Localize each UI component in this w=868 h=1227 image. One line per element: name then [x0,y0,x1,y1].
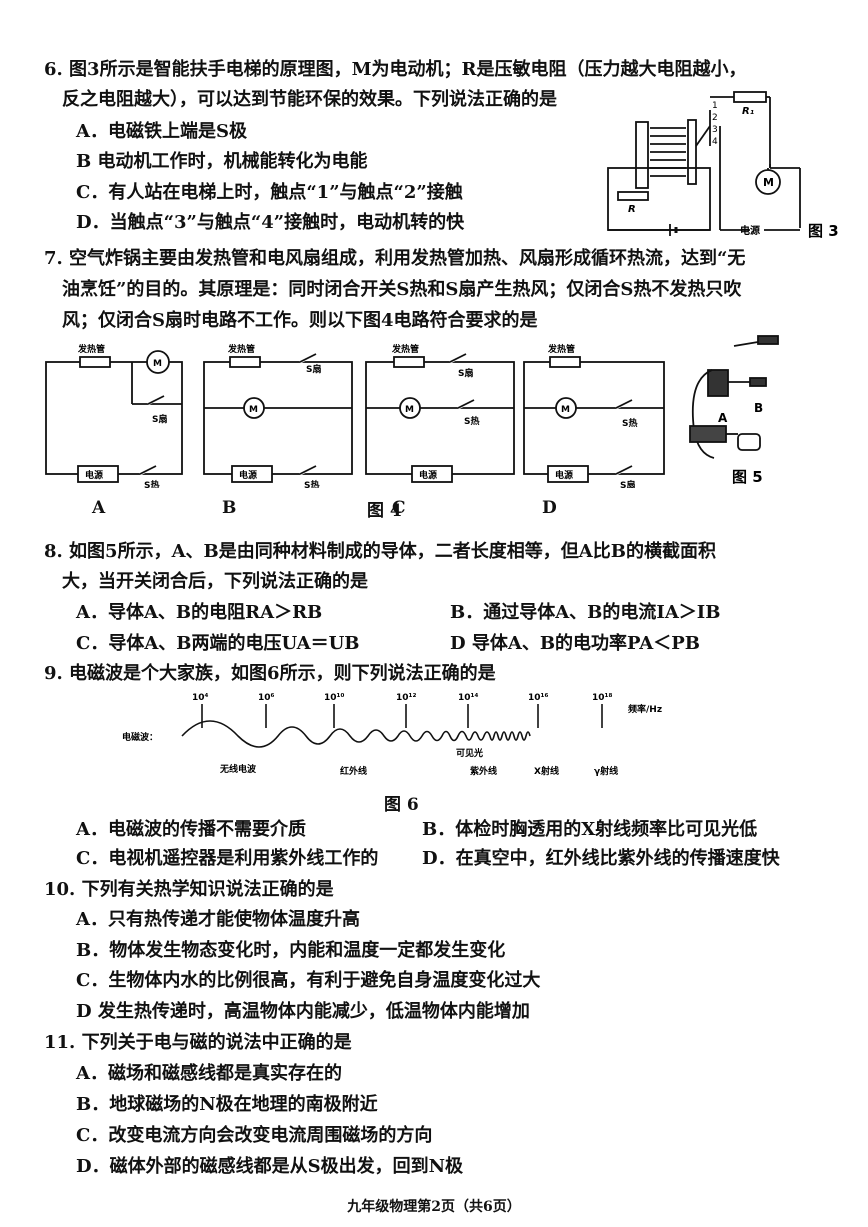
fig6-tick-5: 10¹⁶ [528,693,548,703]
fig6-band-visible: 可见光 [456,747,483,759]
q11-option-b: B．地球磁场的N极在地理的南极附近 [76,1094,378,1115]
fig3-contact-2: 2 [712,113,718,123]
fig4-d-motor-label: M [561,405,570,415]
fig4-d-heater-label: 发热管 [547,343,575,355]
q8-option-c: C．导体A、B两端的电压UA＝UB [76,633,360,654]
q6-option-a: A．电磁铁上端是S极 [76,121,247,142]
fig6-tick-2: 10¹⁰ [324,693,344,703]
fig4-b-heater-label: 发热管 [227,343,255,355]
q6-stem-line2: 反之电阻越大），可以达到节能环保的效果。下列说法正确的是 [62,89,557,110]
q7-stem-line3: 风；仅闭合S扇时电路不工作。则以下图4电路符合要求的是 [62,310,538,331]
fig6-tick-1: 10⁶ [258,693,275,703]
fig4-letter-c: C [392,498,406,518]
fig6-band-xray: X射线 [534,765,559,777]
fig4-c-heater-label: 发热管 [391,343,419,355]
fig3-contact-3: 3 [712,125,718,135]
fig4-c-power-label: 电源 [419,469,437,481]
fig6-tick-0: 10⁴ [192,693,209,703]
q8-stem-line1: 8. 如图5所示，A、B是由同种材料制成的导体，二者长度相等，但A比B的横截面积 [44,541,716,562]
figure-4-circuits: 发热管 M S扇 电源 S热 发热管 S扇 M 电源 S热 发热管 S扇 M S… [45,343,665,488]
page-footer: 九年级物理第2页（共6页） [347,1199,521,1215]
figure-3-elevator-circuit: M R R₁ 电源 1 2 3 4 图 3 [607,91,839,240]
figure-6-em-spectrum: 10⁴ 10⁶ 10¹⁰ 10¹² 10¹⁴ 10¹⁶ 10¹⁸ 频率/Hz 电… [122,693,662,777]
fig4-letter-a: A [92,498,106,518]
q10-option-d: D 发生热传递时，高温物体内能减少，低温物体内能增加 [76,1001,530,1022]
q10-option-b: B．物体发生物态变化时，内能和温度一定都发生变化 [76,940,506,961]
fig3-r-label: R [628,204,636,215]
fig3-caption: 图 3 [808,222,839,240]
fig3-contact-1: 1 [712,101,718,111]
fig4-a-switch-bot: S热 [144,479,159,488]
q7-stem-line2: 油烹饪”的目的。其原理是：同时闭合开关S热和S扇产生热风；仅闭合S热不发热只吹 [62,279,742,300]
fig4-c-switch-mid: S热 [464,415,479,427]
fig4-c-switch-top: S扇 [458,367,473,379]
fig3-r1-label: R₁ [742,106,754,117]
fig4-a-motor-label: M [153,359,162,369]
fig4-letter-d: D [542,498,557,518]
q10-option-c: C．生物体内水的比例很高，有利于避免自身温度变化过大 [76,970,541,991]
fig5-a-label: A [718,411,728,425]
q6-option-c: C．有人站在电梯上时，触点“1”与触点“2”接触 [76,182,463,203]
q9-option-d: D．在真空中，红外线比紫外线的传播速度快 [422,848,780,869]
fig5-b-label: B [754,401,763,415]
fig4-a-heater-label: 发热管 [77,343,105,355]
fig3-contact-4: 4 [712,137,718,147]
q9-stem: 9. 电磁波是个大家族，如图6所示，则下列说法正确的是 [44,663,496,684]
q10-stem: 10. 下列有关热学知识说法正确的是 [44,879,334,900]
fig6-band-gamma: γ射线 [594,765,618,777]
q6-stem-line1: 6. 图3所示是智能扶手电梯的原理图，M为电动机；R是压敏电阻（压力越大电阻越小… [44,59,747,80]
fig6-tick-4: 10¹⁴ [458,693,478,703]
fig4-b-motor-label: M [249,405,258,415]
q9-option-a: A．电磁波的传播不需要介质 [76,819,306,840]
fig4-c-motor-label: M [405,405,414,415]
q11-option-d: D．磁体外部的磁感线都是从S极出发，回到N极 [76,1156,464,1177]
fig3-power-label: 电源 [740,224,760,237]
q9-option-c: C．电视机遥控器是利用紫外线工作的 [76,848,379,869]
fig5-caption: 图 5 [732,468,763,486]
fig6-band-infrared: 红外线 [340,765,367,777]
fig4-d-power-label: 电源 [555,469,573,481]
fig4-b-power-label: 电源 [239,469,257,481]
fig4-d-switch-mid: S热 [622,417,637,429]
fig4-letter-b: B [222,498,237,518]
q6-option-b: B 电动机工作时，机械能转化为电能 [76,151,368,172]
q8-option-b: B．通过导体A、B的电流IA＞IB [450,602,721,623]
fig4-a-switch-mid: S扇 [152,413,167,425]
fig6-band-radio: 无线电波 [219,763,257,775]
q11-stem: 11. 下列关于电与磁的说法中正确的是 [44,1032,352,1053]
q10-option-a: A．只有热传递才能使物体温度升高 [76,909,360,930]
fig4-b-switch-bot: S热 [304,479,319,488]
q7-stem-line1: 7. 空气炸锅主要由发热管和电风扇组成，利用发热管加热、风扇形成循环热流，达到“… [44,248,746,269]
fig6-tick-3: 10¹² [396,693,416,703]
figure-5-conductors: A B 图 5 [689,335,779,486]
q8-stem-line2: 大，当开关闭合后，下列说法正确的是 [62,571,368,592]
q8-option-a: A．导体A、B的电阻RA＞RB [76,602,323,623]
fig4-d-switch-bot: S扇 [620,479,635,488]
fig6-wave-label: 电磁波： [122,731,158,743]
fig4-caption: 图 4 [367,501,402,521]
fig6-freq-unit: 频率/Hz [628,703,662,715]
q8-option-d: D 导体A、B的电功率PA＜PB [450,633,700,654]
q11-option-c: C．改变电流方向会改变电流周围磁场的方向 [76,1125,433,1146]
q11-option-a: A．磁场和磁感线都是真实存在的 [76,1063,342,1084]
fig6-caption: 图 6 [384,795,419,815]
fig6-tick-6: 10¹⁸ [592,693,612,703]
q9-option-b: B．体检时胸透用的X射线频率比可见光低 [422,819,758,840]
fig4-a-power-label: 电源 [85,469,103,481]
fig3-motor-label: M [763,176,774,189]
fig4-b-switch-top: S扇 [306,363,321,375]
q6-option-d: D．当触点“3”与触点“4”接触时，电动机转的快 [76,212,465,233]
fig6-band-ultraviolet: 紫外线 [470,765,497,777]
